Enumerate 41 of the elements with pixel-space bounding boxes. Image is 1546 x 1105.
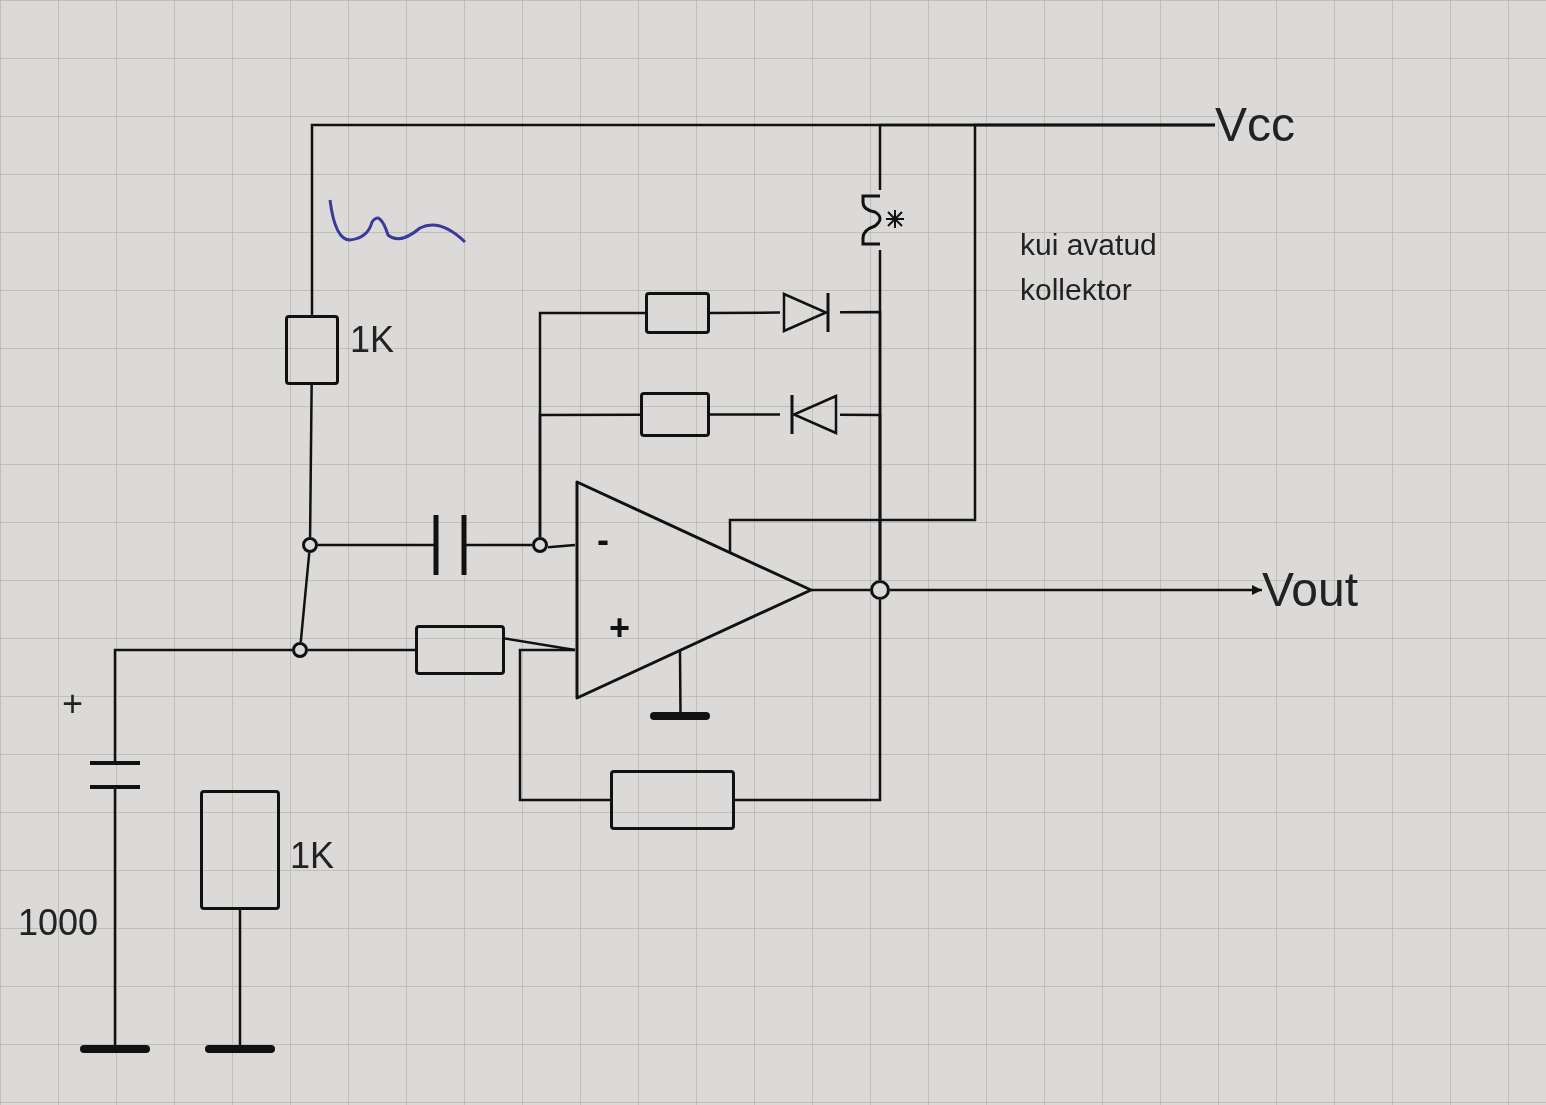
op-amp-symbol <box>575 480 815 700</box>
component-value: + <box>62 686 84 722</box>
wire <box>113 805 117 1045</box>
terminal-label: Vcc <box>1215 95 1375 155</box>
wire <box>299 552 311 643</box>
wire <box>811 588 870 592</box>
wire <box>485 543 532 547</box>
wire <box>735 600 882 802</box>
capacitor-symbol <box>415 515 485 575</box>
wire <box>710 413 780 416</box>
arrow <box>890 585 1262 595</box>
wire <box>318 543 415 547</box>
wire <box>238 910 242 1045</box>
component-value: 1000 <box>18 905 99 941</box>
ground-symbol <box>205 1045 275 1053</box>
wire <box>547 543 576 549</box>
resistor-symbol <box>640 392 710 437</box>
capacitor-symbol <box>90 745 140 805</box>
wire <box>878 250 882 580</box>
pin-sign: - <box>597 522 609 558</box>
wire <box>113 648 292 745</box>
resistor-symbol <box>285 315 339 385</box>
note-text: kui avatud kollektor <box>1020 227 1158 308</box>
wire <box>710 311 780 315</box>
terminal-label: Vout <box>1262 555 1452 625</box>
resistor-symbol <box>610 770 735 830</box>
wire <box>308 648 415 652</box>
wire <box>728 123 1215 553</box>
wire <box>518 648 610 802</box>
resistor-symbol <box>200 790 280 910</box>
wire <box>504 637 576 652</box>
wire <box>678 651 682 712</box>
wire <box>538 413 640 537</box>
component-value: 1K <box>290 838 335 874</box>
resistor-symbol <box>415 625 505 675</box>
resistor-symbol <box>645 292 710 334</box>
wire <box>308 385 313 537</box>
component-value: 1K <box>350 322 395 358</box>
ground-symbol <box>650 712 710 720</box>
pin-sign: + <box>609 610 631 646</box>
ground-symbol <box>80 1045 150 1053</box>
